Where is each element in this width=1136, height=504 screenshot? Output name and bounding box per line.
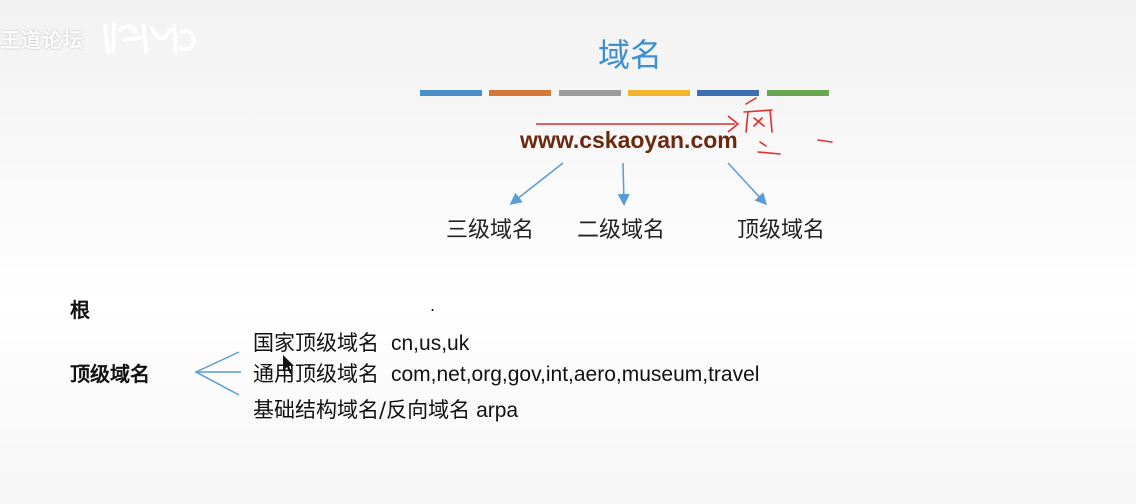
watermark-text: 王道论坛: [0, 28, 84, 52]
handwritten-arrow-annotation: [536, 115, 740, 133]
tld-label: 顶级域名: [70, 362, 150, 386]
tld-type-country: 国家顶级域名: [253, 331, 379, 355]
level-label-top: 顶级域名: [737, 218, 826, 243]
tld-bracket-lines: [194, 351, 240, 396]
arrow-to-third-level: [509, 162, 564, 205]
root-value: .: [430, 296, 436, 315]
color-bar-1: [420, 90, 482, 96]
color-bar-6: [767, 90, 829, 96]
arrow-to-top-level: [727, 162, 768, 206]
color-bar-2: [489, 90, 551, 96]
color-bar-3: [559, 90, 621, 96]
domain-example-url: www.cskaoyan.com: [520, 127, 738, 153]
level-label-second: 二级域名: [577, 218, 666, 243]
root-label: 根: [70, 298, 90, 322]
color-bar-4: [628, 90, 690, 96]
tld-examples-generic: com,net,org,gov,int,aero,museum,travel: [391, 363, 760, 386]
tld-type-infrastructure: 基础结构域名/反向域名: [253, 398, 471, 422]
tld-examples-infrastructure: arpa: [476, 399, 519, 422]
level-label-third: 三级域名: [446, 218, 535, 243]
tld-type-generic: 通用顶级域名: [253, 362, 379, 386]
tld-row-country: 国家顶级域名 cn,us,uk: [253, 327, 469, 357]
page-title: 域名: [597, 36, 662, 74]
tld-row-generic: 通用顶级域名 com,net,org,gov,int,aero,museum,tr…: [253, 358, 759, 388]
color-bar-5: [697, 90, 759, 96]
watermark-logo: [103, 22, 197, 54]
arrow-to-second-level: [617, 162, 630, 206]
handwritten-glyph-annotation: [743, 97, 833, 155]
tld-examples-country: cn,us,uk: [391, 332, 470, 355]
mouse-cursor-icon: [283, 355, 294, 374]
